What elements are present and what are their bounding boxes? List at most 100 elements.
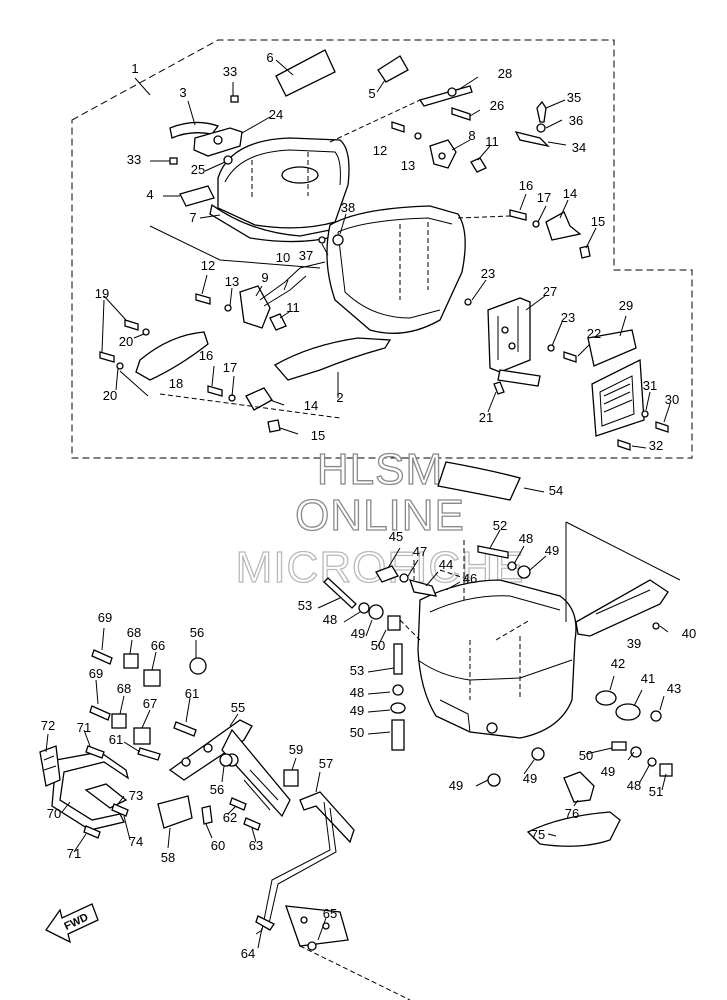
lid-assembly [209,137,350,243]
callout-24: 24 [269,107,283,122]
callout-25: 25 [191,162,205,177]
callout-44: 44 [439,557,453,572]
callout-68: 68 [127,625,141,640]
callout-13: 13 [225,274,239,289]
callout-9: 9 [261,270,268,285]
leader-54 [523,487,545,493]
part-2-liner [273,337,392,381]
callout-67: 67 [143,696,157,711]
callout-36: 36 [569,113,583,128]
callout-49: 49 [351,626,365,641]
callout-48: 48 [350,685,364,700]
callout-17: 17 [223,360,237,375]
callout-70: 70 [47,806,61,821]
callout-17: 17 [537,190,551,205]
callout-49: 49 [545,543,559,558]
mount-41-43 [595,675,665,722]
latch-upper-right [457,193,597,259]
reflector-assembly [587,315,671,451]
callout-5: 5 [368,86,375,101]
callout-69: 69 [89,666,103,681]
part-56-rubber-a [189,657,207,675]
callout-19: 19 [95,286,109,301]
callout-40: 40 [682,626,696,641]
callout-59: 59 [289,742,303,757]
callout-33: 33 [127,152,141,167]
callout-42: 42 [611,656,625,671]
callout-45: 45 [389,529,403,544]
callout-58: 58 [161,850,175,865]
callout-46: 46 [463,571,477,586]
callout-6: 6 [266,50,273,65]
saddlebag-lower [417,461,577,739]
callout-34: 34 [572,140,586,155]
callout-47: 47 [413,544,427,559]
upper-assembly-boundary [71,39,693,459]
callout-18: 18 [169,376,183,391]
callout-13: 13 [401,158,415,173]
callout-10: 10 [276,250,290,265]
callout-14: 14 [563,186,577,201]
long-stay-57 [255,771,355,951]
callout-65: 65 [323,906,337,921]
part-61-bolt-b [137,747,161,761]
callout-37: 37 [299,248,313,263]
mount-hardware-44-53 [317,529,547,751]
callout-38: 38 [341,200,355,215]
callout-2: 2 [336,390,343,405]
callout-53: 53 [350,663,364,678]
hardware-58-63 [157,795,261,849]
callout-23: 23 [561,310,575,325]
callout-27: 27 [543,284,557,299]
callout-8: 8 [468,128,475,143]
callout-labels: 1234567891011111212131314141515161617171… [41,50,696,961]
callout-16: 16 [519,178,533,193]
part-25-washer [223,155,233,165]
callout-3: 3 [179,85,186,100]
hidden-lines-lower [399,540,471,641]
callout-69: 69 [98,610,112,625]
case-box [326,205,466,334]
callout-41: 41 [641,671,655,686]
forward-arrow-icon: FWD [45,903,99,944]
callout-12: 12 [373,143,387,158]
callout-75: 75 [531,827,545,842]
backing-plate-39 [565,521,681,637]
callout-56: 56 [210,782,224,797]
callout-48: 48 [519,531,533,546]
callout-15: 15 [591,214,605,229]
callout-20: 20 [103,388,117,403]
callout-49: 49 [601,764,615,779]
bushings-66-69 [89,627,161,745]
watermark-line-1: HLSM [317,445,443,494]
part-4-decal [179,185,215,207]
callout-62: 62 [223,810,237,825]
callout-53: 53 [298,598,312,613]
callout-14: 14 [304,398,318,413]
hinge-hardware-upper-right [329,76,491,173]
part-5-decal [377,55,409,83]
callout-71: 71 [67,846,81,861]
callout-50: 50 [350,725,364,740]
callout-49: 49 [523,771,537,786]
callout-11: 11 [286,300,300,315]
hidden-lines-stay [299,945,411,1000]
callout-26: 26 [490,98,504,113]
callout-23: 23 [481,266,495,281]
callout-54: 54 [549,483,563,498]
callout-31: 31 [643,378,657,393]
callout-55: 55 [231,700,245,715]
callout-76: 76 [565,806,579,821]
latch-left [99,295,209,391]
hinge-left [195,261,326,331]
part-59-collar [283,769,299,787]
bracket-right [464,279,597,413]
callout-35: 35 [567,90,581,105]
callout-60: 60 [211,838,225,853]
callout-15: 15 [311,428,325,443]
callout-72: 72 [41,718,55,733]
leader-lines-upper [119,59,386,398]
watermark-line-2: ONLINE [295,491,465,540]
callout-71: 71 [77,720,91,735]
